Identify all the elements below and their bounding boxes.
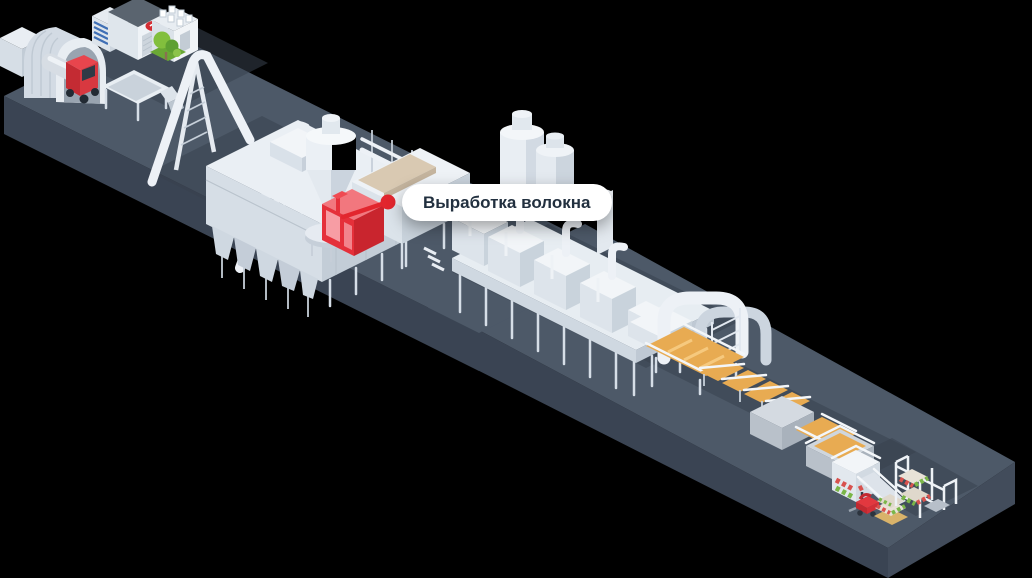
storage-rack: [894, 454, 958, 518]
transfer-conveyors: [644, 322, 876, 483]
exhaust-duct-arch: [657, 291, 772, 372]
felt-conveyor: [358, 154, 436, 193]
tree: [150, 31, 186, 61]
red-dot-marker: [380, 194, 396, 210]
tooltip-fiber-production[interactable]: Выработка волокна: [402, 184, 612, 221]
hotspot-leader: [340, 194, 396, 220]
annex-door: [180, 30, 190, 53]
tanker-truck: [41, 53, 99, 104]
windshield: [82, 65, 95, 81]
forklift: [848, 492, 879, 517]
roof-vents: [159, 5, 193, 27]
leader-line: [340, 199, 391, 220]
pallet-stack: [874, 494, 908, 525]
elevator-tower-rear: [147, 50, 255, 187]
rack-packages: [898, 469, 932, 506]
hopper-cones: [212, 226, 318, 317]
blue-stripes: [93, 21, 109, 45]
